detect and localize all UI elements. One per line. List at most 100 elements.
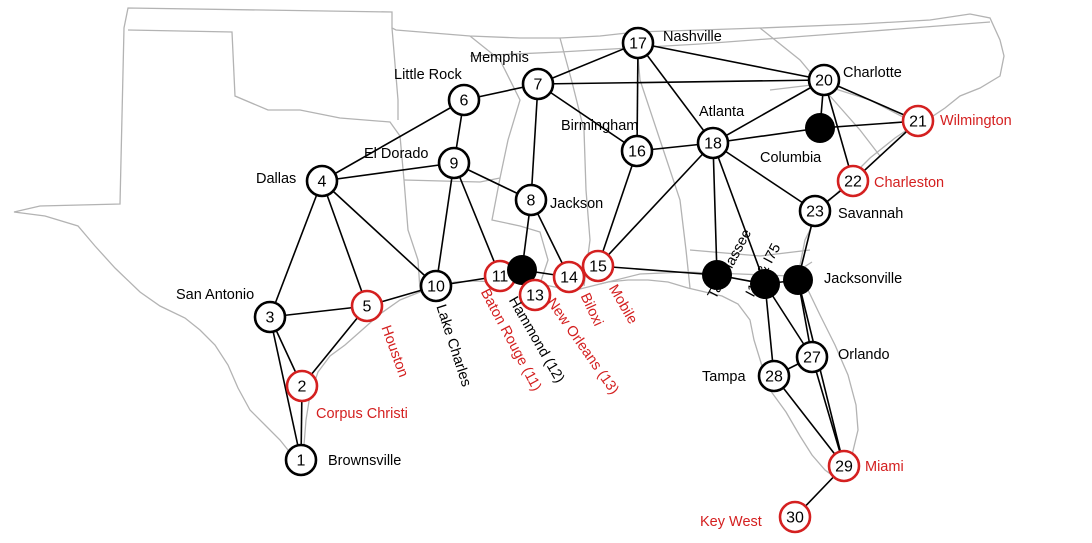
node-26-marker (783, 265, 813, 295)
node-24 (702, 260, 732, 290)
city-label-key-west: Key West (700, 514, 762, 530)
edge-7-8 (530, 83, 539, 201)
city-label-san-antonio: San Antonio (176, 287, 254, 303)
node-6: 6 (447, 83, 481, 117)
node-22: 22 (836, 164, 870, 198)
edge-19-21 (819, 120, 919, 129)
node-7-ring (521, 67, 555, 101)
node-25 (750, 269, 780, 299)
city-label-biloxi: Biloxi (577, 291, 606, 329)
city-label-charlotte: Charlotte (843, 65, 902, 81)
node-13-number: 13 (526, 288, 544, 305)
node-4: 4 (305, 164, 339, 198)
edge-4-9 (321, 162, 455, 182)
node-2-number: 2 (298, 379, 307, 396)
city-label-nashville: Nashville (663, 29, 722, 45)
edge-27-29 (811, 356, 845, 467)
node-23: 23 (798, 194, 832, 228)
node-15-ring (581, 249, 615, 283)
node-10-ring (419, 269, 453, 303)
us-south-outline (13, 7, 1005, 479)
city-label-corpus-christi: Corpus Christi (316, 406, 408, 422)
city-label-lake-charles: Lake Charles (432, 303, 474, 389)
node-3: 3 (253, 300, 287, 334)
border-ar-la (403, 177, 501, 183)
node-25-marker (750, 269, 780, 299)
city-label-orlando: Orlando (838, 347, 890, 363)
node-1-ring (284, 443, 318, 477)
edge-7-16 (537, 83, 638, 152)
edge-15-24 (597, 265, 718, 276)
node-17-ring (621, 26, 655, 60)
edge-20-21 (823, 79, 919, 122)
edge-2-5 (301, 305, 368, 387)
border-ms-al (559, 37, 591, 287)
city-label-tampa: Tampa (702, 369, 746, 385)
edge-4-10 (321, 180, 437, 287)
node-6-ring (447, 83, 481, 117)
node-17-number: 17 (629, 36, 647, 53)
node-22-number: 22 (844, 174, 862, 191)
node-8: 8 (514, 183, 548, 217)
node-9-number: 9 (450, 156, 459, 173)
node-2-ring (285, 369, 319, 403)
node-8-number: 8 (527, 193, 536, 210)
edge-18-19 (712, 127, 821, 144)
city-label-columbia: Columbia (760, 150, 822, 166)
city-label-memphis: Memphis (470, 50, 529, 66)
node-4-number: 4 (318, 174, 327, 191)
node-27-number: 27 (803, 350, 821, 367)
border-tx-la (403, 179, 421, 291)
state-borders (13, 7, 1005, 479)
edge-18-24 (712, 142, 718, 276)
city-label-miami: Miami (865, 459, 904, 475)
edge-18-20 (712, 79, 825, 144)
edge-18-25 (712, 142, 766, 285)
border-tn-ky (469, 21, 991, 57)
node-20: 20 (807, 63, 841, 97)
node-28: 28 (757, 359, 791, 393)
edge-3-4 (269, 180, 323, 318)
node-1-number: 1 (297, 453, 306, 470)
node-13-ring (518, 278, 552, 312)
node-3-ring (253, 300, 287, 334)
city-label-charleston: Charleston (874, 175, 944, 191)
node-16: 16 (620, 134, 654, 168)
node-28-number: 28 (765, 369, 783, 386)
edge-15-16 (597, 150, 638, 267)
node-27: 27 (795, 340, 829, 374)
node-10-number: 10 (427, 279, 445, 296)
node-5: 5 (350, 289, 384, 323)
node-21-number: 21 (909, 114, 927, 131)
edge-1-3 (269, 316, 302, 461)
node-20-ring (807, 63, 841, 97)
border-ok-ar (391, 27, 399, 120)
city-label-wilmington: Wilmington (940, 113, 1012, 129)
node-15: 15 (581, 249, 615, 283)
node-19 (805, 113, 835, 143)
border-fl-ga (689, 249, 811, 257)
city-label-birmingham: Birmingham (561, 118, 638, 134)
node-14-number: 14 (560, 270, 578, 287)
node-29-ring (827, 449, 861, 483)
node-6-number: 6 (460, 93, 469, 110)
node-15-number: 15 (589, 259, 607, 276)
edge-9-10 (435, 162, 455, 287)
node-16-number: 16 (628, 144, 646, 161)
nodes-layer: 1234567891011131415161718202122232728293… (253, 26, 935, 534)
node-14-ring (552, 260, 586, 294)
border-nc-sc (769, 83, 906, 119)
city-label-atlanta: Atlanta (699, 104, 745, 120)
node-12-marker (507, 255, 537, 285)
node-11-number: 11 (492, 269, 509, 286)
node-21: 21 (901, 104, 935, 138)
edge-15-18 (597, 142, 714, 267)
node-18: 18 (696, 126, 730, 160)
edge-17-20 (637, 42, 825, 81)
node-21-ring (901, 104, 935, 138)
border-al-ga (635, 31, 691, 289)
node-18-ring (696, 126, 730, 160)
city-label-dallas: Dallas (256, 171, 296, 187)
node-30-ring (778, 500, 812, 534)
